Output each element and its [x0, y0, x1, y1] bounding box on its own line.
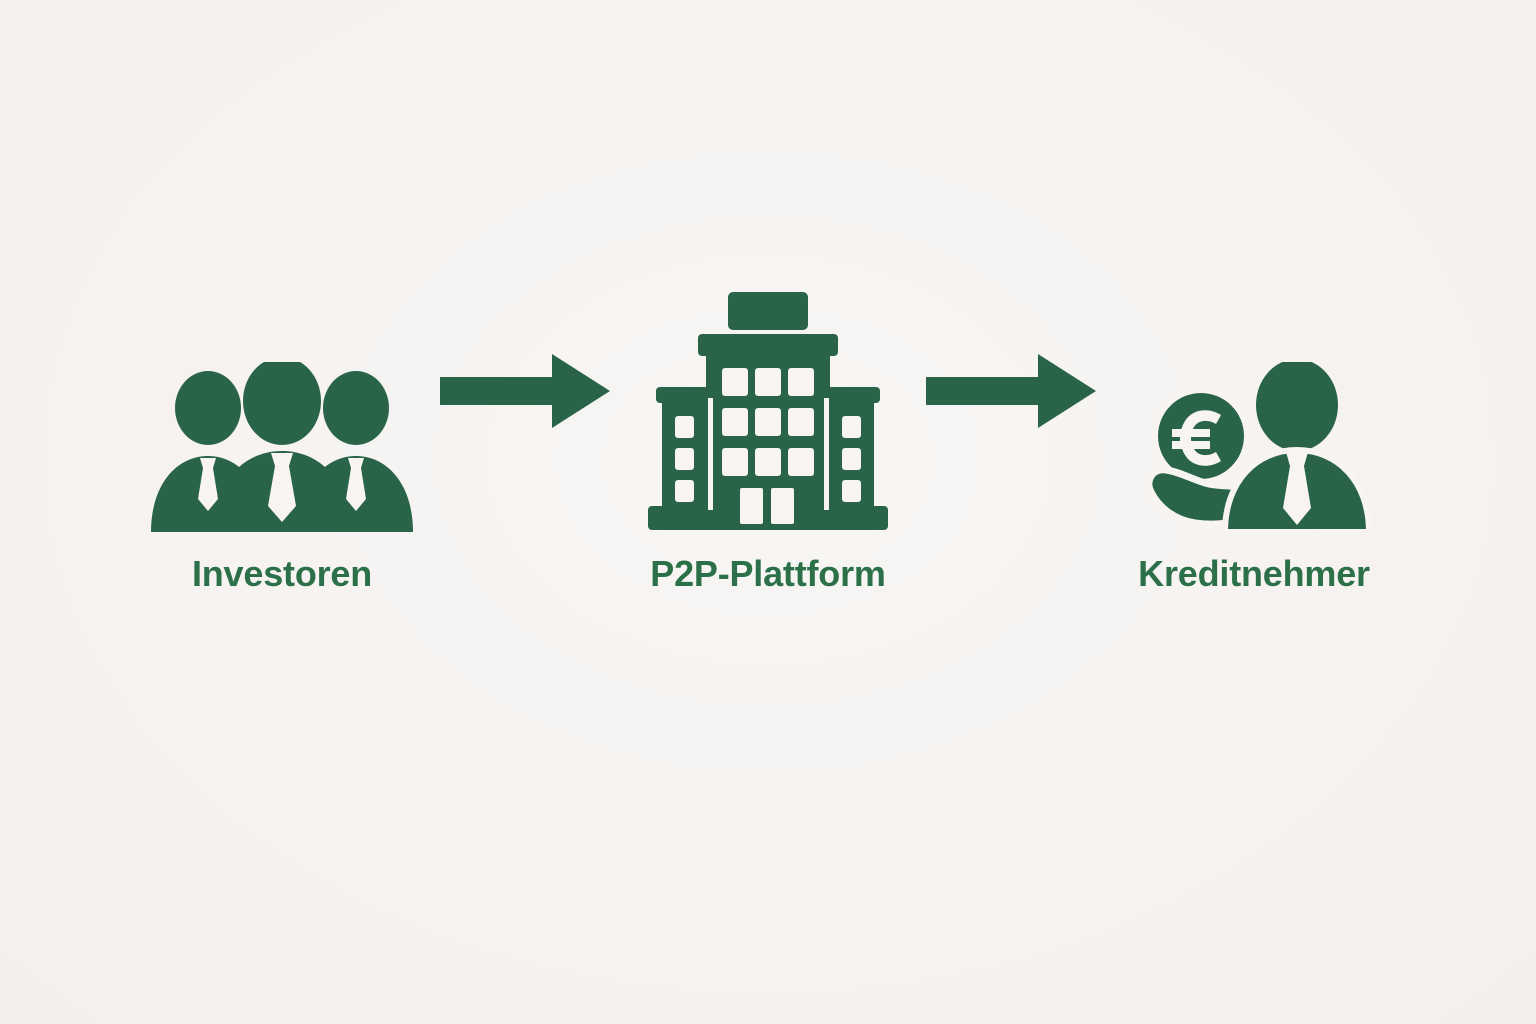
flow-diagram: Investoren — [0, 282, 1536, 622]
node-label-kreditnehmer: Kreditnehmer — [1138, 553, 1370, 594]
node-p2p-plattform[interactable]: P2P-Plattform — [618, 282, 918, 592]
hand-with-euro-coin-icon — [1145, 388, 1266, 528]
person-receiving-money-icon — [1129, 282, 1379, 532]
node-investoren[interactable]: Investoren — [132, 282, 432, 592]
connector-plattform-to-kreditnehmer — [918, 266, 1104, 516]
arrow-right-icon — [926, 354, 1096, 428]
connector-investoren-to-plattform — [432, 266, 618, 516]
arrow-right-icon — [440, 354, 610, 428]
node-kreditnehmer[interactable]: Kreditnehmer — [1104, 282, 1404, 592]
group-of-people-icon — [147, 282, 417, 532]
node-label-p2p-plattform: P2P-Plattform — [650, 553, 886, 594]
business-person-icon — [1222, 362, 1372, 532]
node-label-investoren: Investoren — [191, 553, 373, 594]
office-building-icon — [644, 282, 892, 532]
